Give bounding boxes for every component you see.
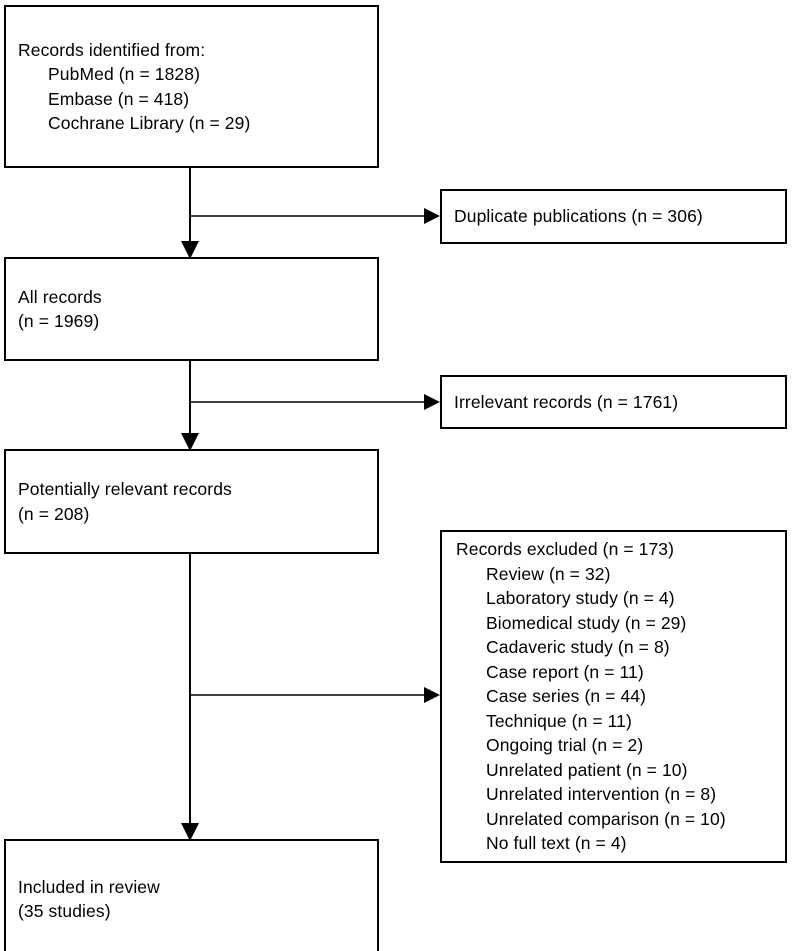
text-line: No full text (n = 4)	[486, 833, 627, 854]
text-line: Potentially relevant records	[18, 479, 232, 499]
box-records-excluded: Records excluded (n = 173) Review (n = 3…	[440, 530, 787, 863]
box-records-identified-text: Records identified from: PubMed (n = 182…	[6, 38, 377, 136]
box-included-in-review-text: Included in review (35 studies)	[6, 875, 377, 924]
text-line: Records excluded (n = 173)	[456, 539, 675, 560]
text-line: Included in review	[18, 876, 160, 897]
arrowhead-right-excluded	[424, 687, 440, 703]
text-line: (35 studies)	[18, 901, 111, 921]
box-duplicate-publications: Duplicate publications (n = 306)	[440, 189, 787, 244]
box-included-in-review: Included in review (35 studies)	[4, 839, 379, 951]
box-irrelevant-records: Irrelevant records (n = 1761)	[440, 375, 787, 429]
text-line: PubMed (n = 1828)	[48, 64, 201, 84]
box-records-excluded-text: Records excluded (n = 173) Review (n = 3…	[442, 537, 785, 856]
text-line: All records	[18, 286, 102, 307]
text-line: Case series (n = 44)	[486, 686, 647, 707]
text-line: Irrelevant records (n = 1761)	[454, 391, 679, 412]
text-line: Duplicate publications (n = 306)	[454, 206, 703, 227]
text-line: Ongoing trial (n = 2)	[486, 735, 644, 756]
text-line: Review (n = 32)	[486, 563, 611, 584]
text-line: Embase (n = 418)	[48, 88, 190, 109]
text-line: Unrelated comparison (n = 10)	[486, 808, 726, 829]
box-all-records: All records (n = 1969)	[4, 257, 379, 361]
text-line: Case report (n = 11)	[486, 661, 644, 682]
text-line: Laboratory study (n = 4)	[486, 588, 675, 609]
box-records-identified: Records identified from: PubMed (n = 182…	[4, 5, 379, 168]
box-potentially-relevant-records-text: Potentially relevant records (n = 208)	[6, 477, 377, 526]
text-line: Technique (n = 11)	[486, 710, 632, 731]
text-line: Cadaveric study (n = 8)	[486, 637, 670, 658]
arrowhead-right-irrelevant	[424, 394, 440, 410]
box-duplicate-publications-text: Duplicate publications (n = 306)	[442, 204, 785, 229]
box-potentially-relevant-records: Potentially relevant records (n = 208)	[4, 449, 379, 554]
box-all-records-text: All records (n = 1969)	[6, 285, 377, 334]
text-line: Unrelated intervention (n = 8)	[486, 784, 717, 805]
text-line: Cochrane Library (n = 29)	[48, 113, 251, 133]
text-line: Unrelated patient (n = 10)	[486, 759, 688, 780]
text-line: (n = 208)	[18, 503, 90, 524]
arrowhead-right-duplicates	[424, 208, 440, 224]
text-line: Records identified from:	[18, 39, 206, 60]
text-line: Biomedical study (n = 29)	[486, 612, 687, 633]
text-line: (n = 1969)	[18, 311, 100, 331]
box-irrelevant-records-text: Irrelevant records (n = 1761)	[442, 390, 785, 415]
